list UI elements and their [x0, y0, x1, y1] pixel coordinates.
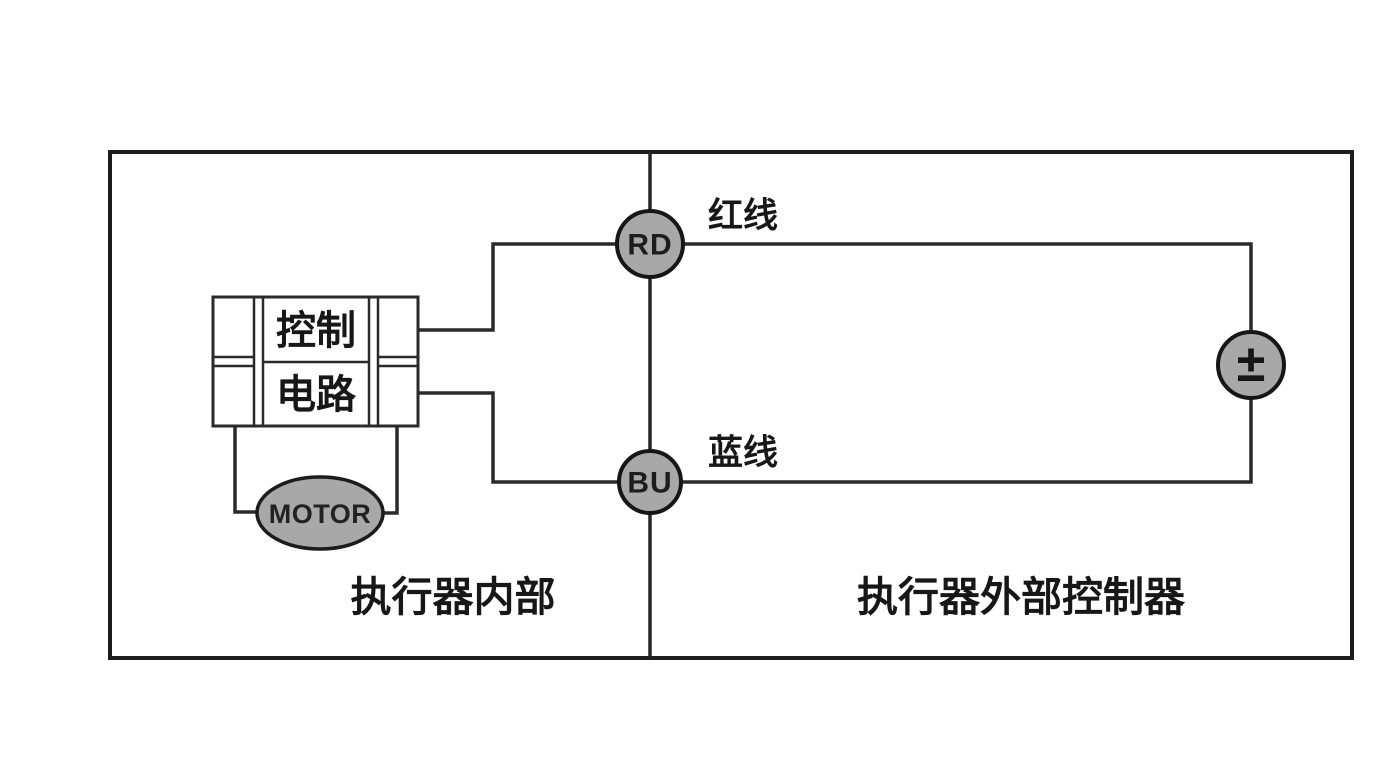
enclosure-border — [108, 150, 1354, 660]
terminal-bu-circle — [617, 449, 683, 515]
terminal-rd-circle — [615, 209, 685, 279]
blue-wire-name-label: 蓝线 — [708, 434, 778, 473]
motor-label: MOTOR — [269, 499, 372, 529]
terminal-rd-label: RD — [627, 229, 672, 262]
control-box-label-line2: 电路 — [276, 373, 357, 417]
wire-motor-right — [380, 426, 399, 515]
right-section-label: 执行器外部控制器 — [857, 574, 1186, 620]
terminal-bu-label: BU — [627, 467, 672, 500]
power-source-symbol: ± — [1216, 330, 1286, 400]
left-section-label: 执行器内部 — [351, 574, 556, 620]
wire-controlbox-to-rd — [418, 242, 622, 332]
wire-controlbox-to-bu — [418, 391, 623, 484]
wire-red-line — [678, 242, 1253, 335]
motor-ellipse — [255, 475, 385, 551]
control-box-label-line1: 控制 — [276, 309, 356, 353]
power-source-label: ± — [1237, 335, 1266, 393]
motor-symbol: MOTOR — [255, 475, 385, 551]
wire-motor-left — [233, 426, 260, 514]
power-source-circle — [1216, 330, 1286, 400]
terminal-rd: RD — [615, 209, 685, 279]
terminal-bu: BU — [617, 449, 683, 515]
control-circuit-box: 控制 电路 — [211, 295, 420, 428]
wire-blue-line — [678, 395, 1253, 484]
red-wire-name-label: 红线 — [708, 197, 778, 236]
